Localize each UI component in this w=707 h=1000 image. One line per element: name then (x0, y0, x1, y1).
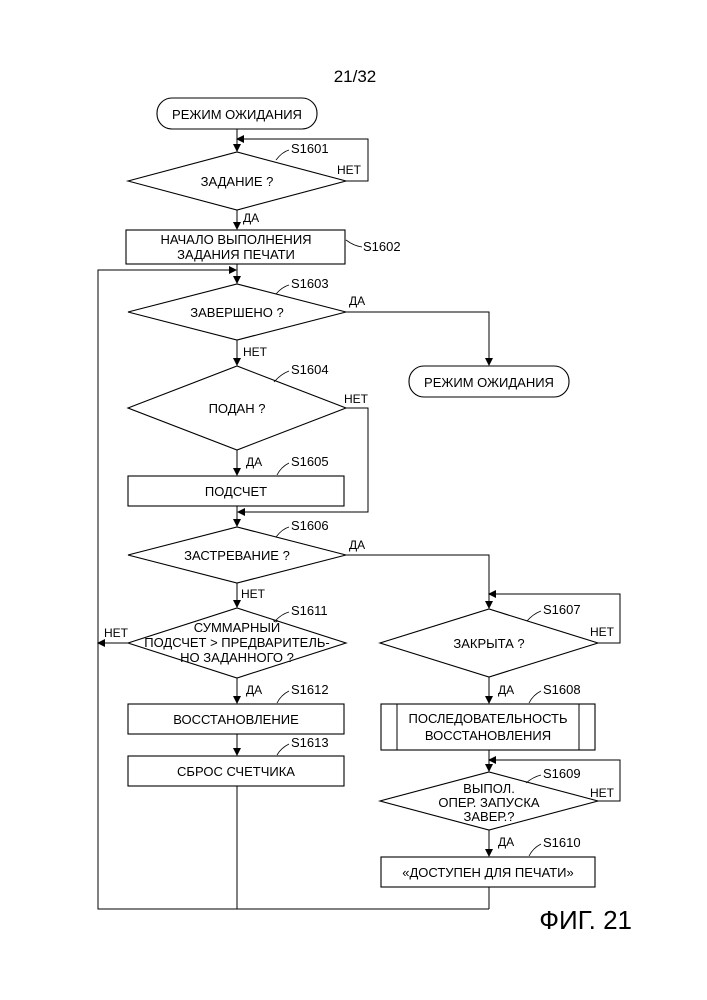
step-label-s1603: S1603 (291, 276, 329, 291)
branch-s1606-no: НЕТ (241, 587, 266, 601)
branch-s1609-yes: ДА (498, 835, 514, 849)
leader-s1609 (526, 775, 541, 783)
process-s1602-line1: НАЧАЛО ВЫПОЛНЕНИЯ (160, 232, 311, 247)
decision-s1611-line1: СУММАРНЫЙ (194, 620, 280, 635)
branch-s1601-yes: ДА (243, 211, 259, 225)
decision-s1611-line2: ПОДСЧЕТ > ПРЕДВАРИТЕЛЬ- (144, 635, 329, 650)
leader-s1612 (277, 691, 289, 703)
decision-s1609-line2: ОПЕР. ЗАПУСКА (438, 795, 540, 810)
leader-s1613 (277, 744, 289, 755)
process-s1602-line2: ЗАДАНИЯ ПЕЧАТИ (177, 247, 295, 262)
branch-s1603-yes: ДА (349, 294, 365, 308)
decision-s1601-label: ЗАДАНИЕ ? (201, 174, 274, 189)
step-label-s1609: S1609 (543, 766, 581, 781)
branch-s1604-yes: ДА (246, 455, 262, 469)
process-s1610-label: «ДОСТУПЕН ДЛЯ ПЕЧАТИ» (402, 865, 574, 880)
branch-s1611-no: НЕТ (104, 626, 129, 640)
leader-s1606 (276, 527, 289, 537)
step-label-s1610: S1610 (543, 835, 581, 850)
branch-s1603-no: НЕТ (243, 345, 268, 359)
edge-s1603-yes (346, 312, 489, 365)
leader-s1603 (276, 285, 289, 294)
step-label-s1605: S1605 (291, 454, 329, 469)
process-s1605-label: ПОДСЧЕТ (205, 484, 267, 499)
branch-s1601-no: НЕТ (337, 163, 362, 177)
figure-label: ФИГ. 21 (539, 905, 632, 935)
leader-s1601 (276, 150, 289, 160)
decision-s1604-label: ПОДАН ? (209, 401, 266, 416)
decision-s1606-label: ЗАСТРЕВАНИЕ ? (184, 548, 290, 563)
step-label-s1613: S1613 (291, 735, 329, 750)
leader-s1610 (529, 844, 541, 856)
decision-s1603-label: ЗАВЕРШЕНО ? (190, 305, 283, 320)
branch-s1607-no: НЕТ (590, 625, 615, 639)
subroutine-s1608-line1: ПОСЛЕДОВАТЕЛЬНОСТЬ (408, 711, 567, 726)
decision-s1609-line3: ЗАВЕР.? (464, 809, 515, 824)
process-s1613-label: СБРОС СЧЕТЧИКА (177, 764, 295, 779)
step-label-s1606: S1606 (291, 518, 329, 533)
leader-s1604 (274, 371, 289, 382)
decision-s1609-line1: ВЫПОЛ. (463, 781, 515, 796)
step-label-s1612: S1612 (291, 682, 329, 697)
branch-s1604-no: НЕТ (344, 392, 369, 406)
page-number: 21/32 (334, 67, 377, 86)
leader-s1602 (346, 240, 362, 247)
decision-s1607-label: ЗАКРЫТА ? (453, 636, 524, 651)
branch-s1606-yes: ДА (349, 538, 365, 552)
branch-s1609-no: НЕТ (590, 786, 615, 800)
process-s1612-label: ВОССТАНОВЛЕНИЕ (173, 712, 299, 727)
edge-s1606-yes (346, 555, 489, 608)
step-label-s1601: S1601 (291, 141, 329, 156)
subroutine-s1608-line2: ВОССТАНОВЛЕНИЯ (425, 728, 551, 743)
terminal-standby-end-label: РЕЖИМ ОЖИДАНИЯ (424, 375, 554, 390)
step-label-s1608: S1608 (543, 682, 581, 697)
step-label-s1604: S1604 (291, 362, 329, 377)
leader-s1608 (529, 691, 541, 703)
leader-s1611 (276, 612, 289, 620)
branch-s1611-yes: ДА (246, 683, 262, 697)
leader-s1605 (277, 463, 289, 475)
decision-s1611-line3: НО ЗАДАННОГО ? (180, 650, 294, 665)
branch-s1607-yes: ДА (498, 683, 514, 697)
leader-s1607 (527, 611, 541, 621)
step-label-s1611: S1611 (291, 603, 328, 618)
step-label-s1602: S1602 (363, 239, 401, 254)
terminal-standby-start-label: РЕЖИМ ОЖИДАНИЯ (172, 107, 302, 122)
step-label-s1607: S1607 (543, 602, 581, 617)
